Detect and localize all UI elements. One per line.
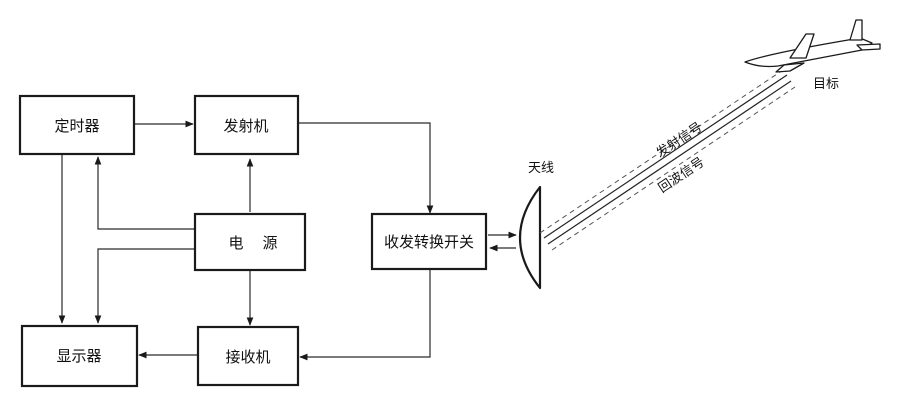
power-to-timer-arrow [94,156,195,230]
airplane-icon [744,19,881,73]
duplexer-to-receiver-arrow [299,270,431,361]
beam-dashed-lower [551,86,796,251]
signal-beams [539,69,796,251]
connections [58,120,517,361]
dish-antenna-icon [519,185,542,290]
transmitter-label: 发射机 [223,117,268,135]
power-label-left: 电 [228,234,243,252]
display-label: 显示器 [56,347,101,365]
display-block: 显示器 [20,324,139,388]
power-label-right: 源 [262,234,277,252]
duplexer-label: 收发转换开关 [384,233,474,251]
echo-signal-label: 回波信号 [656,155,708,196]
target-label: 目标 [813,77,839,92]
transmitter-to-duplexer-arrow [298,122,434,214]
power-block: 电 源 [193,212,307,272]
echo-signal-beam [547,80,792,245]
transmitter-block: 发射机 [193,94,300,156]
duplexer-block: 收发转换开关 [370,212,488,271]
tx-signal-beam [543,74,788,239]
antenna-label: 天线 [528,161,554,176]
timer-label: 定时器 [54,117,99,135]
receiver-block: 接收机 [196,325,300,387]
timer-block: 定时器 [18,94,136,156]
beam-dashed-upper [539,69,784,234]
receiver-label: 接收机 [225,348,270,366]
power-to-display-arrow [94,248,195,324]
